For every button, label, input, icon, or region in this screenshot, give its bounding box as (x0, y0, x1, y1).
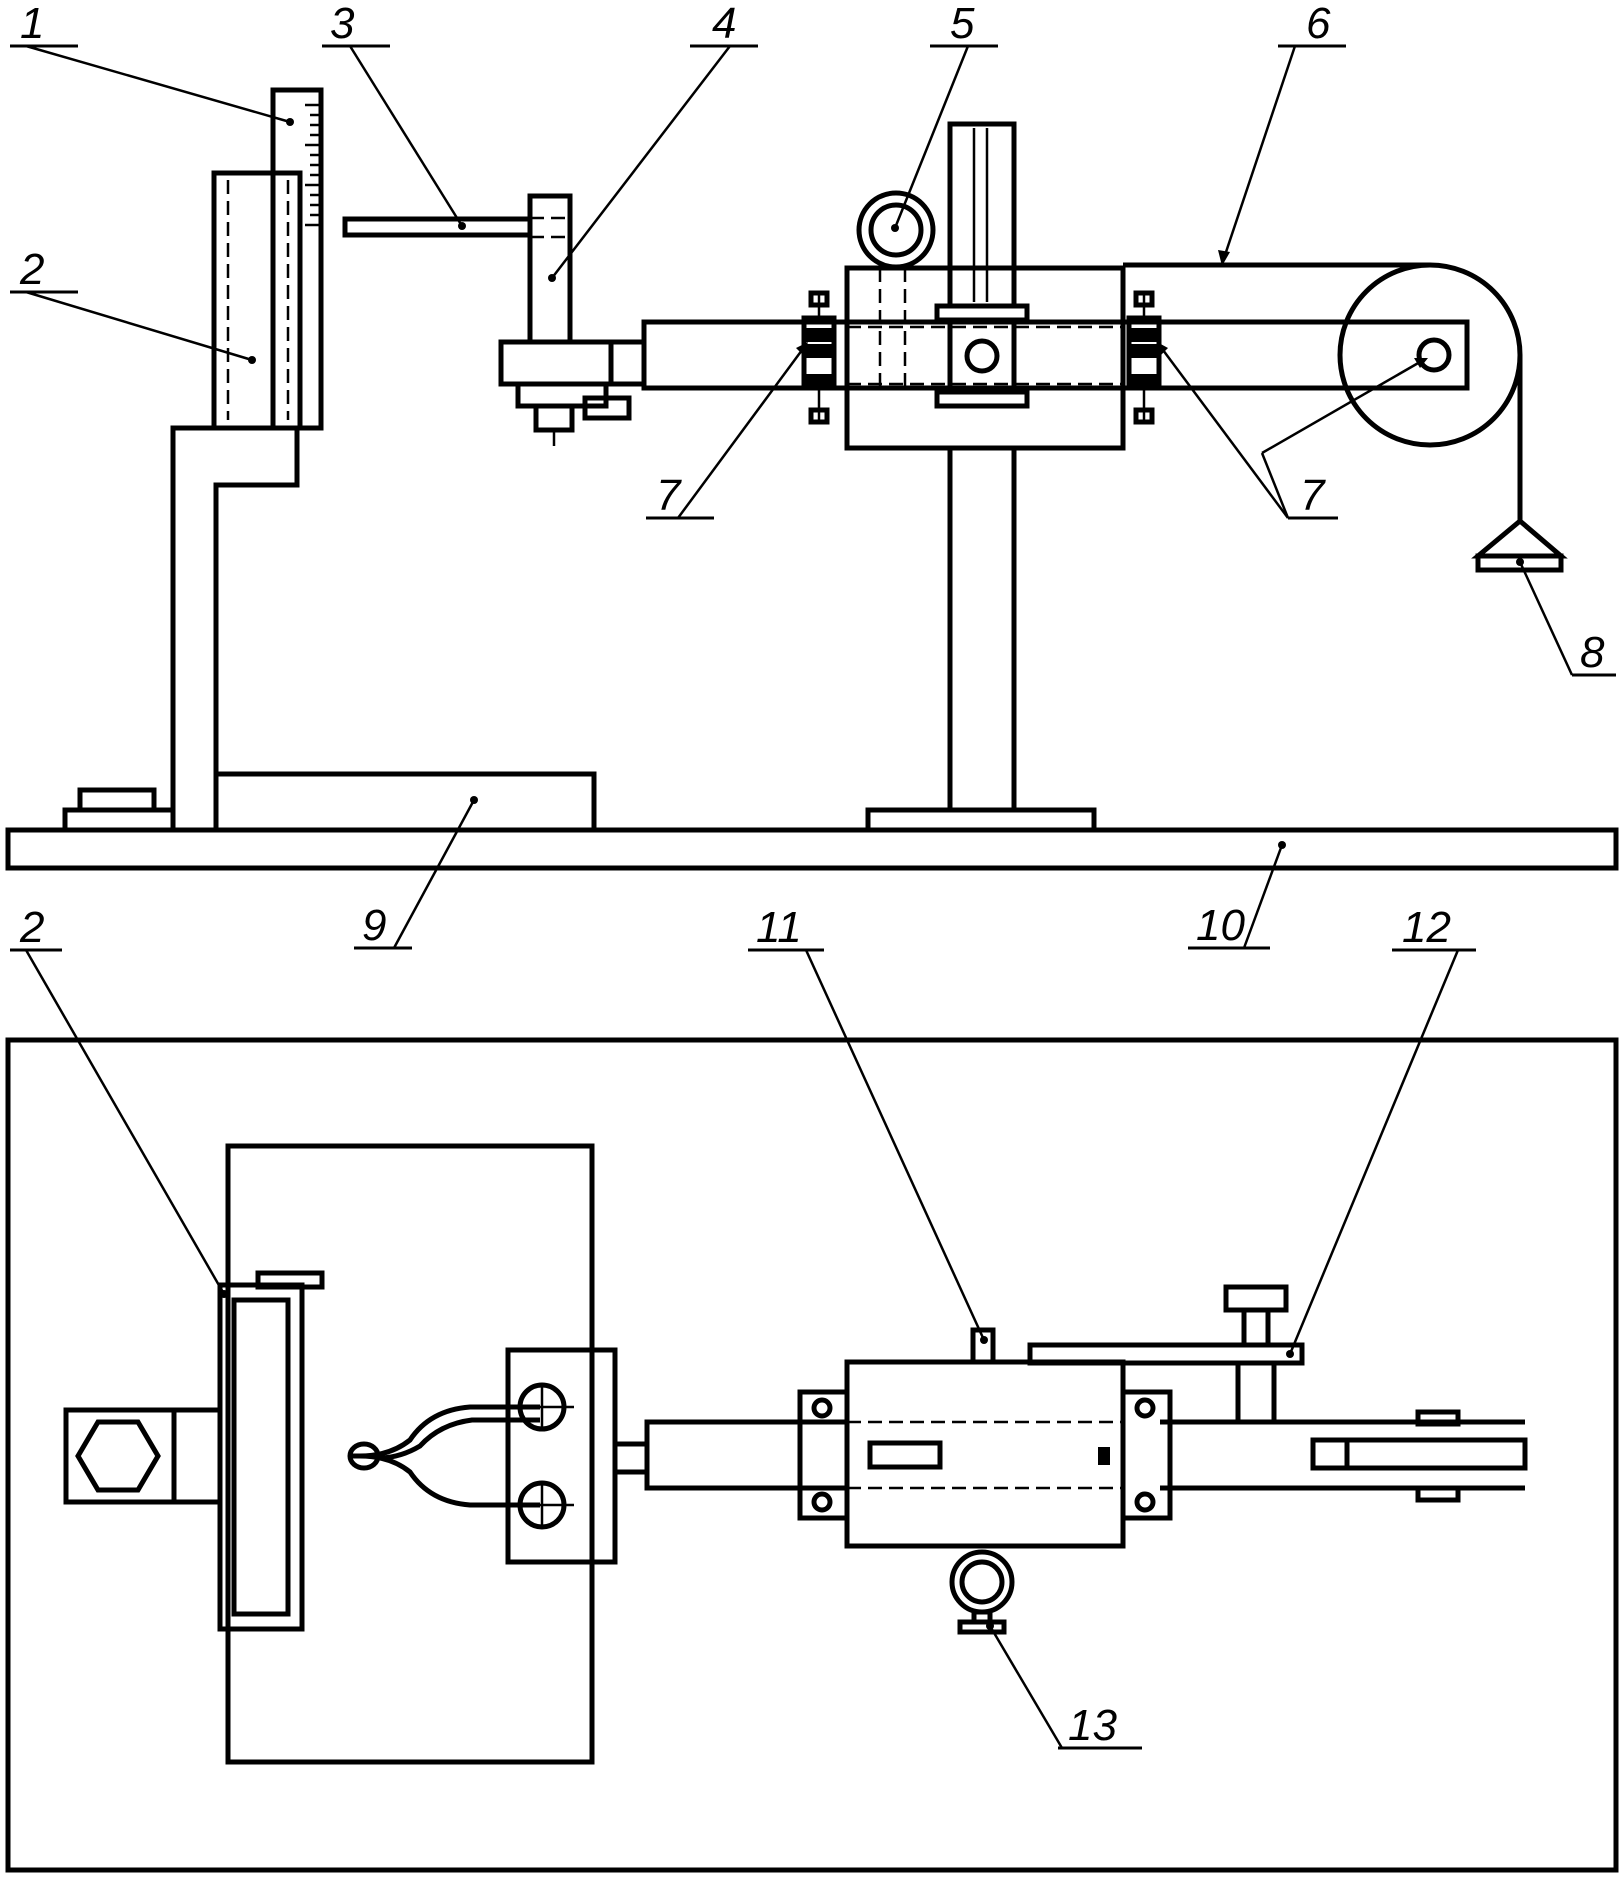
label-9: 9 (362, 901, 386, 950)
label-13: 13 (1068, 1701, 1117, 1750)
front-view (5, 87, 1619, 871)
label-4: 4 (712, 0, 736, 48)
stand-foot (62, 807, 176, 833)
column-lower (947, 445, 1017, 813)
column-hub (947, 317, 1017, 393)
pulley (1337, 262, 1523, 448)
bearing-left (801, 290, 837, 425)
label-12: 12 (1402, 903, 1451, 952)
dial-gauge (856, 190, 936, 270)
lever-rod (641, 319, 1470, 391)
label-7-left: 7 (656, 471, 682, 520)
bearing-block (844, 265, 1126, 451)
column-collar-bottom (934, 389, 1030, 409)
clamp-jaw (515, 381, 609, 409)
clamp-tab (582, 395, 632, 421)
specimen-holder (211, 170, 303, 431)
plan-rod (644, 1419, 850, 1491)
hex-nut (75, 1419, 161, 1493)
pointer-arm (342, 216, 533, 238)
pulley-axle (1416, 337, 1452, 373)
label-2-plan: 2 (19, 903, 44, 952)
plan-plate (225, 1143, 595, 1765)
label-2: 2 (19, 245, 44, 294)
clamp-head (498, 339, 614, 387)
label-8: 8 (1580, 628, 1605, 677)
bearing-right (1126, 290, 1162, 425)
label-5: 5 (950, 0, 975, 48)
labels: 1 2 3 4 5 6 7 7 8 9 10 2 11 12 13 (10, 0, 1616, 1750)
plan-frame (5, 1037, 1619, 1873)
clamp-nut (533, 403, 575, 433)
plan-tab (970, 1327, 996, 1365)
plan-bearing-block (844, 1359, 1126, 1549)
leaders (24, 44, 1574, 1749)
base-plate (5, 827, 1619, 871)
label-10: 10 (1196, 901, 1245, 950)
left-stand (170, 425, 300, 830)
plan-view (5, 1037, 1619, 1873)
measuring-scale (270, 87, 324, 431)
support-block (213, 771, 597, 833)
label-11: 11 (756, 903, 802, 952)
scale-ticks (305, 103, 321, 227)
plan-arm (1027, 1342, 1305, 1366)
column-foot (865, 807, 1097, 833)
label-7-right: 7 (1300, 471, 1326, 520)
label-3: 3 (330, 0, 355, 48)
stand-foot-nut (77, 787, 157, 813)
label-1: 1 (20, 0, 44, 48)
column-upper (947, 121, 1017, 309)
weight-pan (1471, 517, 1568, 559)
plan-clamp (505, 1347, 618, 1565)
clamp-neck (608, 339, 647, 387)
label-6: 6 (1306, 0, 1331, 48)
